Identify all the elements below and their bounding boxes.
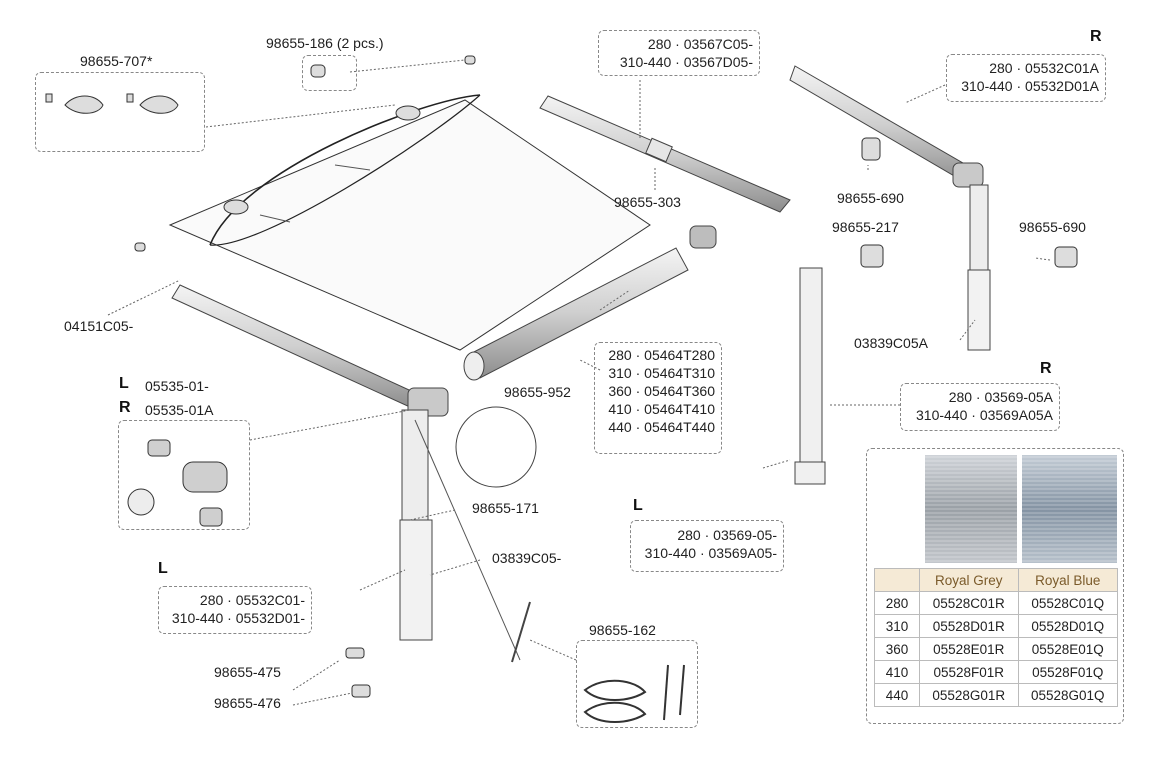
box-05464-line-5: 440 · 05464T440 xyxy=(608,419,715,435)
size-cell: 310 xyxy=(874,614,920,638)
arm-kit-r-mark: R xyxy=(119,399,131,416)
label-98655-217: 98655-217 xyxy=(832,219,899,235)
grey-code-cell: 05528E01R xyxy=(919,637,1019,661)
rafter-arm-right xyxy=(789,65,991,351)
side-mark-r-top: R xyxy=(1090,28,1102,45)
table-row: 410 05528F01R 05528F01Q xyxy=(874,660,1119,684)
size-cell: 410 xyxy=(874,660,920,684)
grey-code-cell: 05528C01R xyxy=(919,591,1019,615)
blue-code-cell: 05528G01Q xyxy=(1017,683,1119,707)
table-row: 280 05528C01R 05528C01Q xyxy=(874,591,1119,615)
box-05532-r-line-1: 280 · 05532C01A xyxy=(989,60,1099,76)
box-98655-162 xyxy=(576,640,698,728)
label-98655-476: 98655-476 xyxy=(214,695,281,711)
box-03569-l-line-2: 310-440 · 03569A05- xyxy=(644,545,777,561)
label-98655-303: 98655-303 xyxy=(614,194,681,210)
box-05532-l-line-1: 280 · 05532C01- xyxy=(199,592,305,608)
fabric-swatches xyxy=(925,455,1117,563)
box-98655-707 xyxy=(35,72,205,152)
box-03567: 280 · 03567C05- 310-440 · 03567D05- xyxy=(598,30,760,76)
box-03567-line-1: 280 · 03567C05- xyxy=(647,36,753,52)
arm-kit-l-mark: L xyxy=(119,375,129,392)
label-98655-707: 98655-707* xyxy=(80,53,153,69)
label-98655-952: 98655-952 xyxy=(504,384,571,400)
box-05464-line-4: 410 · 05464T410 xyxy=(608,401,715,417)
label-98655-171: 98655-171 xyxy=(472,500,539,516)
label-98655-475: 98655-475 xyxy=(214,664,281,680)
box-05464: 280 · 05464T280 310 · 05464T310 360 · 05… xyxy=(594,342,722,454)
blue-code-cell: 05528D01Q xyxy=(1017,614,1119,638)
fabric-color-table: Royal Grey Royal Blue 280 05528C01R 0552… xyxy=(874,568,1119,707)
box-03569-l-line-1: 280 · 03569-05- xyxy=(677,527,777,543)
label-03839c05a: 03839C05A xyxy=(854,335,928,351)
fabric-color-table-header: Royal Grey Royal Blue xyxy=(874,568,1119,592)
arm-kit-r-code: 05535-01A xyxy=(145,402,214,418)
box-05464-line-3: 360 · 05464T360 xyxy=(608,383,715,399)
label-98655-690-a: 98655-690 xyxy=(837,190,904,206)
grey-code-cell: 05528F01R xyxy=(919,660,1019,684)
grey-code-cell: 05528G01R xyxy=(919,683,1019,707)
box-98655-186 xyxy=(302,55,357,91)
blue-code-cell: 05528C01Q xyxy=(1017,591,1119,615)
box-05532-l-line-2: 310-440 · 05532D01- xyxy=(171,610,305,626)
box-03569-r-line-1: 280 · 03569-05A xyxy=(948,389,1053,405)
box-fabric-colors xyxy=(866,448,1124,724)
box-05464-line-2: 310 · 05464T310 xyxy=(608,365,715,381)
size-cell: 440 xyxy=(874,683,920,707)
table-row: 360 05528E01R 05528E01Q xyxy=(874,637,1119,661)
brackets-707 xyxy=(45,93,179,114)
label-98655-690-b: 98655-690 xyxy=(1019,219,1086,235)
side-mark-r-mid: R xyxy=(1040,360,1052,377)
box-05532-l: 280 · 05532C01- 310-440 · 05532D01- xyxy=(158,586,312,634)
blue-code-cell: 05528E01Q xyxy=(1017,637,1119,661)
label-04151c05: 04151C05- xyxy=(64,318,134,334)
leg-right xyxy=(794,267,826,485)
size-cell: 280 xyxy=(874,591,920,615)
box-03569-r-line-2: 310-440 · 03569A05A xyxy=(916,407,1053,423)
awning-fabric xyxy=(168,94,651,351)
box-03567-line-2: 310-440 · 03567D05- xyxy=(619,54,753,70)
header-royal-grey: Royal Grey xyxy=(919,568,1019,592)
box-05464-line-1: 280 · 05464T280 xyxy=(608,347,715,363)
label-03839c05: 03839C05- xyxy=(492,550,562,566)
table-row: 440 05528G01R 05528G01Q xyxy=(874,683,1119,707)
size-cell: 360 xyxy=(874,637,920,661)
arm-kit-l-code: 05535-01- xyxy=(145,378,209,394)
header-royal-blue: Royal Blue xyxy=(1017,568,1119,592)
box-arm-kit xyxy=(118,420,250,530)
box-03569-r: 280 · 03569-05A 310-440 · 03569A05A xyxy=(900,383,1060,431)
header-blank xyxy=(874,568,920,592)
box-03569-l: 280 · 03569-05- 310-440 · 03569A05- xyxy=(630,520,784,572)
blue-code-cell: 05528F01Q xyxy=(1017,660,1119,684)
front-rail xyxy=(539,95,791,213)
rafter-arm-left xyxy=(171,284,449,641)
table-row: 310 05528D01R 05528D01Q xyxy=(874,614,1119,638)
label-98655-186: 98655-186 (2 pcs.) xyxy=(266,35,384,51)
label-98655-162: 98655-162 xyxy=(589,622,656,638)
roller-tube xyxy=(463,225,717,381)
box-05532-r-line-2: 310-440 · 05532D01A xyxy=(961,78,1099,94)
box-05532-r: 280 · 05532C01A 310-440 · 05532D01A xyxy=(946,54,1106,102)
side-mark-l-bot: L xyxy=(158,560,168,577)
side-mark-l-mid: L xyxy=(633,497,643,514)
grey-code-cell: 05528D01R xyxy=(919,614,1019,638)
